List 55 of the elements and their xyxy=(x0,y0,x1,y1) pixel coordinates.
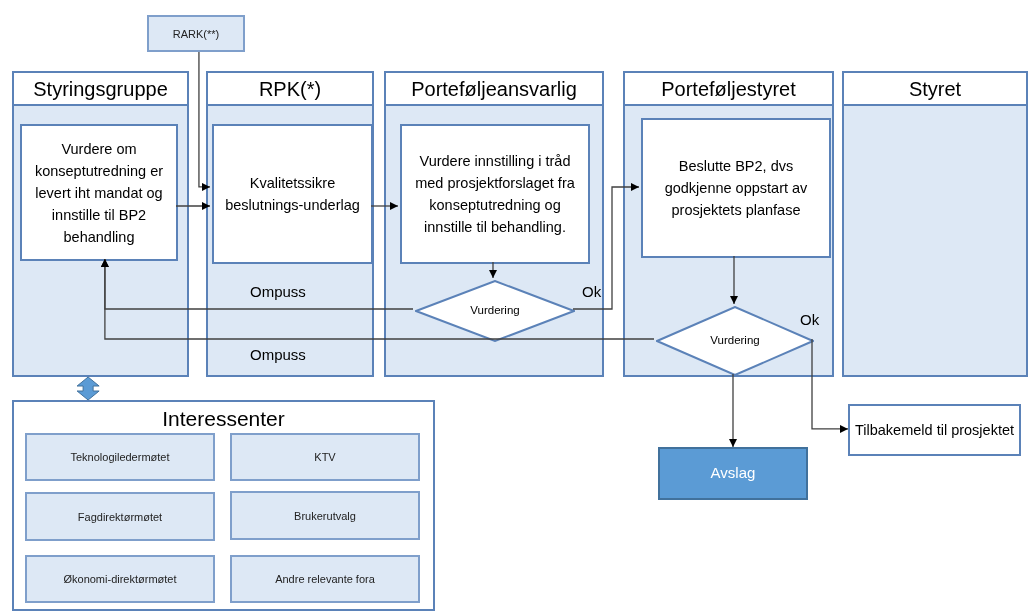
decision-diamond xyxy=(415,280,575,342)
box-text: Vurdere om konseptutredning er levert iht mandat og innstille til BP2 behandling xyxy=(33,139,165,247)
arrow xyxy=(100,258,655,340)
process-box xyxy=(25,433,215,481)
process-box xyxy=(230,491,420,540)
swimlane xyxy=(206,71,374,377)
box-text: Teknologiledermøtet xyxy=(70,450,170,465)
edge-label: Ok xyxy=(582,284,602,299)
edge-label: Ompuss xyxy=(250,284,306,299)
decision-text: Vurdering xyxy=(710,333,760,349)
process-box xyxy=(25,492,215,541)
group-heading: Interessenter xyxy=(162,406,285,432)
lane-heading: Porteføljeansvarlig xyxy=(411,78,577,99)
box-text: Andre relevante fora xyxy=(275,572,375,587)
box-text: Tilbakemeld til prosjektet xyxy=(855,421,1014,440)
process-box xyxy=(400,124,590,264)
lane-heading: Styret xyxy=(908,78,962,99)
process-box xyxy=(658,447,808,500)
box-text: KTV xyxy=(314,450,336,465)
swimlane xyxy=(842,71,1028,377)
arrow xyxy=(572,183,640,310)
box-text: Brukerutvalg xyxy=(294,508,356,524)
process-box xyxy=(230,555,420,603)
process-box xyxy=(641,118,831,258)
box-text: Fagdirektørmøtet xyxy=(77,509,163,525)
arrow xyxy=(175,202,211,210)
lane-heading: Styringsgruppe xyxy=(33,78,168,99)
box-text: Økonomi-direktørmøtet xyxy=(63,572,177,587)
group-panel xyxy=(12,400,435,611)
process-box xyxy=(20,124,178,261)
process-box xyxy=(25,555,215,603)
process-box xyxy=(212,124,373,264)
edge-label: Ok xyxy=(800,312,820,327)
double-arrow xyxy=(76,376,100,401)
lane-heading: RPK(*) xyxy=(258,78,322,99)
swimlane xyxy=(384,71,604,377)
process-box xyxy=(147,15,245,52)
swimlane xyxy=(12,71,189,377)
box-text: Beslutte BP2, dvs godkjenne oppstart av prosjektets planfase xyxy=(663,157,809,220)
lane-heading: Porteføljestyret xyxy=(661,78,796,99)
arrow xyxy=(729,373,737,448)
box-text: RARK(**) xyxy=(172,26,220,42)
box-text: Avslag xyxy=(710,463,756,484)
arrow xyxy=(370,202,399,210)
swimlane xyxy=(623,71,834,377)
decision-text: Vurdering xyxy=(470,303,520,319)
arrow xyxy=(811,338,849,433)
arrow xyxy=(198,51,211,191)
arrow xyxy=(730,255,738,305)
process-box xyxy=(848,404,1021,456)
box-text: Kvalitetssikre beslutnings-underlag xyxy=(224,174,361,215)
arrow xyxy=(489,261,497,279)
edge-label: Ompuss xyxy=(250,347,306,362)
box-text: Vurdere innstilling i tråd med prosjektforslaget fra konseptutredning og innstille til behandling. xyxy=(414,152,576,237)
process-box xyxy=(230,433,420,481)
